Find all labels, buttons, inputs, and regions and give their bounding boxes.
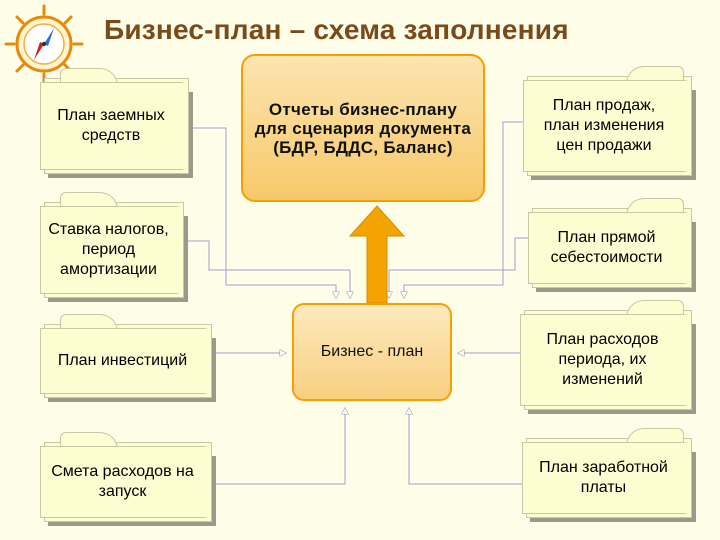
folder-sales: План продаж, план изменения цен продажи bbox=[523, 66, 696, 180]
business-plan-text: Бизнес - план bbox=[320, 343, 424, 360]
folder-payroll: План заработной платы bbox=[522, 428, 696, 522]
folder-line: изменений bbox=[562, 371, 643, 388]
folder-line: запуск bbox=[98, 483, 147, 500]
folder-line: План заработной bbox=[539, 459, 668, 476]
compass-logo-icon bbox=[4, 4, 84, 84]
folder-line: платы bbox=[580, 479, 627, 496]
folder-line: Смета расходов на bbox=[51, 463, 194, 480]
folder-investments: План инвестиций bbox=[40, 314, 216, 402]
folder-line: План расходов bbox=[546, 331, 659, 348]
up-arrow-icon bbox=[348, 205, 406, 304]
folder-line: период bbox=[81, 241, 136, 258]
folder-line: план изменения bbox=[543, 117, 665, 134]
folder-startup-costs: Смета расходов на запуск bbox=[40, 432, 216, 526]
folder-line: Ставка налогов, bbox=[48, 221, 169, 238]
folder-line: План продаж, bbox=[552, 97, 656, 114]
folder-taxes: Ставка налогов, период амортизации bbox=[40, 192, 188, 302]
reports-box: Отчеты бизнес-плану для сценария докумен… bbox=[241, 54, 485, 202]
folder-period-expenses: План расходов периода, их изменений bbox=[520, 300, 696, 414]
business-plan-box: Бизнес - план bbox=[292, 303, 452, 401]
folder-line: План заемных bbox=[57, 107, 165, 124]
folder-line: амортизации bbox=[60, 261, 157, 278]
folder-line: План инвестиций bbox=[57, 352, 188, 369]
folder-line: План прямой bbox=[557, 229, 656, 246]
page-title: Бизнес-план – схема заполнения bbox=[104, 14, 569, 45]
folder-line: средств bbox=[81, 127, 141, 144]
folder-loans: План заемных средств bbox=[40, 68, 193, 178]
folder-line: себестоимости bbox=[550, 249, 663, 266]
folder-line: цен продажи bbox=[556, 137, 652, 154]
folder-line: периода, их bbox=[558, 351, 647, 368]
folder-direct-cost: План прямой себестоимости bbox=[528, 198, 696, 292]
reports-box-text: Отчеты бизнес-плану для сценария докумен… bbox=[254, 99, 472, 157]
